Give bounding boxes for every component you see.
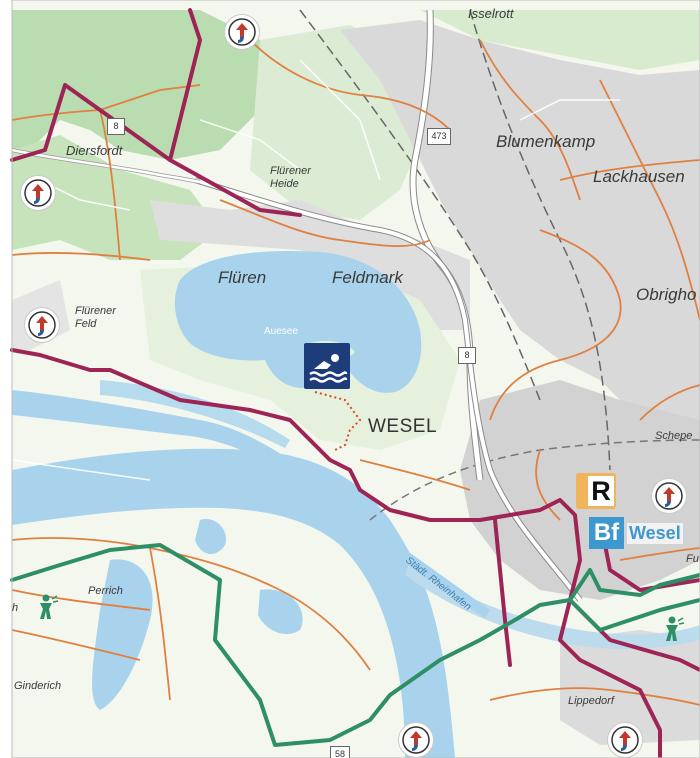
- cycle-route-sign-icon[interactable]: [607, 722, 643, 758]
- place-label: Diersfordt: [66, 143, 123, 158]
- forest-area: [12, 10, 300, 160]
- sport-figure-icon[interactable]: [658, 615, 686, 643]
- cycle-route-sign-icon[interactable]: [24, 307, 60, 343]
- train-station-marker[interactable]: Bf Wesel: [589, 516, 683, 550]
- local-road: [559, 159, 700, 181]
- local-road: [149, 547, 171, 701]
- forest-area: [420, 10, 700, 70]
- footpath-dotted: [314, 391, 362, 451]
- road-shield-58: 58: [330, 746, 350, 758]
- urban-area: [340, 20, 700, 420]
- place-label: Blumenkamp: [496, 132, 596, 151]
- river-rhine: [12, 448, 455, 758]
- river-lippe: [405, 560, 700, 650]
- place-label: h: [12, 602, 19, 614]
- local-road: [249, 39, 451, 131]
- place-label: Flürener Heide: [270, 165, 311, 190]
- cycle-route-green: [568, 598, 700, 632]
- local-road: [11, 537, 371, 671]
- lake-label: Auesee: [264, 326, 298, 337]
- cycle-route-sign-icon[interactable]: [224, 14, 260, 50]
- local-road: [11, 629, 141, 661]
- oxbow-lake: [12, 390, 290, 470]
- cycle-route-sign-icon[interactable]: [651, 478, 687, 514]
- station-icon: Bf: [589, 517, 624, 549]
- cycle-route-green: [10, 543, 700, 747]
- town-label: WESEL: [368, 416, 438, 437]
- sport-figure-icon[interactable]: [32, 593, 60, 621]
- station-name: Wesel: [627, 522, 683, 544]
- road-shield-8: 8: [458, 347, 476, 364]
- pond: [195, 519, 226, 555]
- oxbow-lake: [100, 380, 290, 448]
- place-label: Fu: [686, 553, 699, 565]
- harbor-channel: [380, 535, 490, 618]
- road-shield-473: 473: [427, 128, 451, 145]
- road-shield-8: 8: [107, 118, 125, 135]
- cycle-route-red: [10, 348, 662, 758]
- cycle-route-sign-icon[interactable]: [398, 722, 434, 758]
- place-label: Flürener Feld: [75, 305, 116, 330]
- local-road: [489, 229, 622, 421]
- local-road: [535, 449, 561, 521]
- cycle-route-sign-icon[interactable]: [20, 175, 56, 211]
- cycle-route-red: [168, 158, 302, 217]
- place-label: Lippedorf: [568, 695, 614, 707]
- local-road: [619, 547, 700, 561]
- urban-area: [560, 630, 700, 745]
- place-label: Schepe: [655, 430, 693, 442]
- railway: [469, 9, 611, 471]
- pond: [258, 589, 303, 635]
- park-and-ride-sign[interactable]: R: [576, 473, 616, 509]
- local-road: [11, 589, 151, 611]
- place-label: Flüren: [218, 268, 267, 287]
- local-road: [639, 384, 700, 421]
- parking-letter: R: [588, 476, 614, 506]
- swimming-icon[interactable]: [304, 343, 350, 389]
- local-road: [599, 79, 700, 321]
- lake-auesee: [174, 250, 422, 393]
- place-label: Lackhausen: [593, 167, 685, 186]
- railway: [299, 9, 541, 401]
- local-road: [489, 687, 700, 706]
- place-label: Feldmark: [332, 268, 403, 287]
- place-label: Ginderich: [14, 680, 62, 692]
- local-road: [11, 84, 201, 121]
- pond: [92, 559, 153, 710]
- local-road: [11, 252, 151, 261]
- local-road: [479, 39, 581, 201]
- local-road: [99, 109, 121, 261]
- local-road: [219, 199, 431, 247]
- cycle-route-red: [493, 518, 512, 667]
- place-label: Perrich: [88, 585, 123, 597]
- local-road: [359, 459, 471, 491]
- place-label: Isselrott: [468, 6, 514, 21]
- place-label: Obrigho: [636, 285, 697, 304]
